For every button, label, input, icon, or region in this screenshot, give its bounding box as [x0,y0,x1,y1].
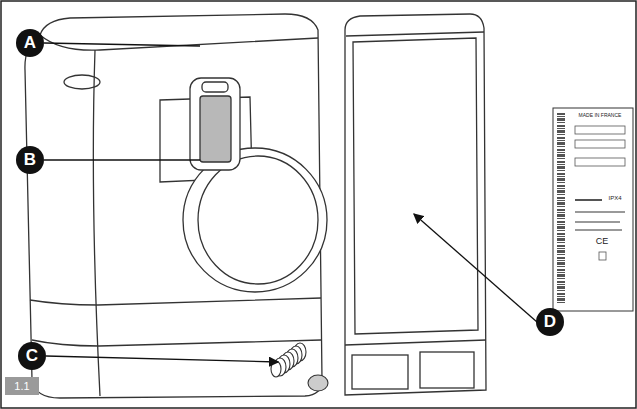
callout-letter: B [16,146,44,174]
callout-letter: A [16,29,44,57]
figure-number: 1.1 [5,377,39,395]
callout-letter: D [536,308,564,336]
dryer-front [25,14,327,398]
plate-text: IPX4 [600,194,630,202]
rating-plate [553,108,633,311]
plate-text: CE [590,236,614,247]
plate-text: MADE IN FRANCE [568,112,632,119]
callout-letter: C [18,342,46,370]
dryer-back [345,14,486,395]
leader-lines [44,43,537,362]
drain-hose [271,343,328,391]
